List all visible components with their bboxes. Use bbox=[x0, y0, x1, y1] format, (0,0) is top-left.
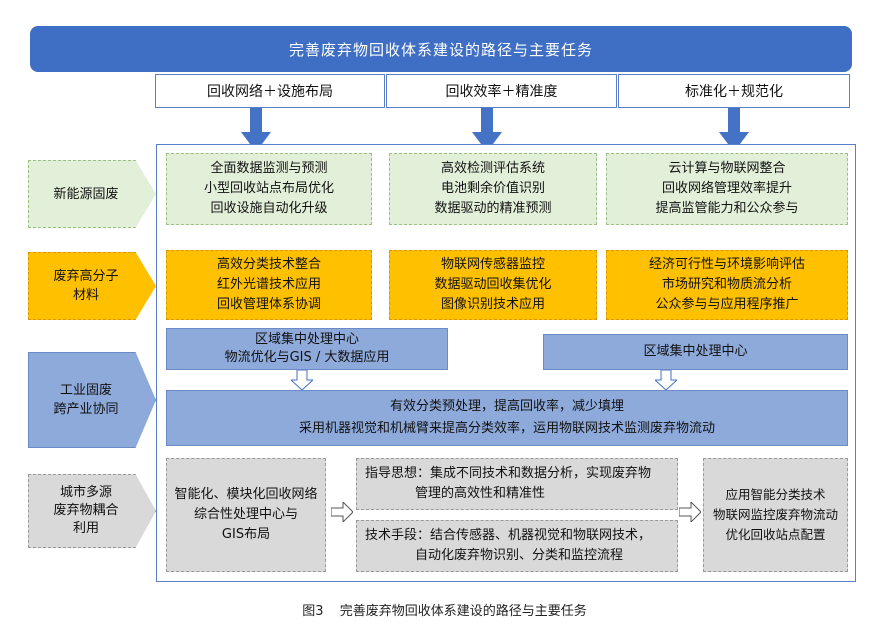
row-label-text: 废弃物耦合 bbox=[53, 503, 119, 518]
row3-wide-box: 有效分类预处理，提高回收率，减少填埋 采用机器视觉和机械臂来提高分类效率，运用物… bbox=[166, 390, 848, 446]
down-arrow-icon bbox=[291, 370, 313, 390]
caption-number: 图3 bbox=[302, 604, 324, 619]
row1-efficiency-box: 高效检测评估系统 电池剩余价值识别 数据驱动的精准预测 bbox=[389, 153, 597, 225]
box-line: 指导思想：集成不同技术和数据分析，实现废弃物 bbox=[365, 466, 652, 481]
box-line: 物联网传感器监控 bbox=[440, 257, 545, 272]
box-line: 综合性处理中心与 bbox=[193, 507, 298, 522]
category-header-standard: 标准化＋规范化 bbox=[618, 74, 850, 108]
row4-guiding-idea-box: 指导思想：集成不同技术和数据分析，实现废弃物 管理的高效性和精准性 bbox=[356, 458, 678, 510]
box-line: 技术手段：结合传感器、机器视觉和物联网技术， bbox=[365, 528, 652, 543]
box-line: 经济可行性与环境影响评估 bbox=[648, 257, 805, 272]
row-label-industrial: 工业固废 跨产业协同 bbox=[28, 352, 156, 448]
box-line: 红外光谱技术应用 bbox=[216, 277, 321, 292]
box-line: 回收管理体系协调 bbox=[216, 297, 321, 312]
category-label: 标准化＋规范化 bbox=[685, 84, 783, 100]
row3-regional-center-right: 区域集中处理中心 bbox=[543, 334, 848, 370]
box-line: 自动化废弃物识别、分类和监控流程 bbox=[415, 548, 624, 563]
box-line: 优化回收站点配置 bbox=[725, 527, 826, 542]
figure-caption: 图3 完善废弃物回收体系建设的路径与主要任务 bbox=[0, 600, 889, 619]
row2-network-box: 高效分类技术整合 红外光谱技术应用 回收管理体系协调 bbox=[166, 250, 372, 320]
category-label: 回收网络＋设施布局 bbox=[207, 84, 333, 100]
right-arrow-icon bbox=[679, 502, 701, 522]
down-arrow-icon bbox=[241, 108, 271, 152]
box-line: GIS布局 bbox=[221, 527, 271, 542]
box-line: 智能化、模块化回收网络 bbox=[174, 487, 318, 502]
box-line: 高效检测评估系统 bbox=[440, 161, 545, 176]
row-label-urban: 城市多源 废弃物耦合 利用 bbox=[28, 474, 156, 548]
down-arrow-icon bbox=[719, 108, 749, 152]
box-line: 管理的高效性和精准性 bbox=[415, 486, 546, 501]
row-label-text: 废弃高分子 bbox=[53, 269, 119, 284]
box-line: 数据驱动的精准预测 bbox=[434, 201, 552, 216]
row-label-new-energy: 新能源固废 bbox=[28, 160, 156, 228]
category-label: 回收效率＋精准度 bbox=[445, 84, 558, 100]
row2-standard-box: 经济可行性与环境影响评估 市场研究和物质流分析 公众参与与应用程序推广 bbox=[606, 250, 848, 320]
box-line: 市场研究和物质流分析 bbox=[661, 277, 792, 292]
row4-right-box: 应用智能分类技术 物联网监控废弃物流动 优化回收站点配置 bbox=[703, 458, 848, 572]
box-line: 物联网监控废弃物流动 bbox=[712, 507, 838, 522]
diagram-title-banner: 完善废弃物回收体系建设的路径与主要任务 bbox=[30, 26, 852, 72]
category-header-efficiency: 回收效率＋精准度 bbox=[386, 74, 617, 108]
row-label-text: 城市多源 bbox=[59, 485, 112, 500]
box-line: 公众参与与应用程序推广 bbox=[655, 297, 799, 312]
row4-tech-means-box: 技术手段：结合传感器、机器视觉和物联网技术， 自动化废弃物识别、分类和监控流程 bbox=[356, 520, 678, 572]
row-label-polymer: 废弃高分子 材料 bbox=[28, 252, 156, 320]
caption-text: 完善废弃物回收体系建设的路径与主要任务 bbox=[339, 604, 587, 619]
box-line: 回收设施自动化升级 bbox=[210, 201, 328, 216]
row3-regional-center-left: 区域集中处理中心 物流优化与GIS / 大数据应用 bbox=[166, 328, 448, 370]
box-line: 数据驱动回收集优化 bbox=[434, 277, 552, 292]
box-line: 回收网络管理效率提升 bbox=[661, 181, 792, 196]
row-label-text: 工业固废 bbox=[59, 383, 112, 398]
row-label-text: 新能源固废 bbox=[53, 186, 119, 202]
box-line: 高效分类技术整合 bbox=[216, 257, 321, 272]
row1-network-box: 全面数据监测与预测 小型回收站点布局优化 回收设施自动化升级 bbox=[166, 153, 372, 225]
box-line: 应用智能分类技术 bbox=[725, 487, 826, 502]
row-label-text: 材料 bbox=[72, 288, 99, 303]
box-line: 区域集中处理中心 bbox=[643, 344, 748, 359]
box-line: 物流优化与GIS / 大数据应用 bbox=[224, 350, 390, 365]
row2-efficiency-box: 物联网传感器监控 数据驱动回收集优化 图像识别技术应用 bbox=[389, 250, 597, 320]
box-line: 全面数据监测与预测 bbox=[210, 161, 328, 176]
row-label-text: 利用 bbox=[72, 521, 99, 536]
box-line: 小型回收站点布局优化 bbox=[203, 181, 334, 196]
box-line: 有效分类预处理，提高回收率，减少填埋 bbox=[389, 399, 624, 414]
row1-standard-box: 云计算与物联网整合 回收网络管理效率提升 提高监管能力和公众参与 bbox=[606, 153, 848, 225]
right-arrow-icon bbox=[331, 502, 353, 522]
box-line: 图像识别技术应用 bbox=[440, 297, 545, 312]
down-arrow-icon bbox=[655, 370, 677, 390]
box-line: 电池剩余价值识别 bbox=[440, 181, 545, 196]
box-line: 提高监管能力和公众参与 bbox=[655, 201, 799, 216]
row4-left-box: 智能化、模块化回收网络 综合性处理中心与 GIS布局 bbox=[166, 458, 326, 572]
box-line: 采用机器视觉和机械臂来提高分类效率，运用物联网技术监测废弃物流动 bbox=[298, 421, 715, 436]
box-line: 云计算与物联网整合 bbox=[668, 161, 786, 176]
diagram-title: 完善废弃物回收体系建设的路径与主要任务 bbox=[288, 40, 593, 59]
category-header-network: 回收网络＋设施布局 bbox=[155, 74, 385, 108]
row-label-text: 跨产业协同 bbox=[53, 402, 119, 417]
box-line: 区域集中处理中心 bbox=[254, 332, 359, 347]
down-arrow-icon bbox=[472, 108, 502, 152]
